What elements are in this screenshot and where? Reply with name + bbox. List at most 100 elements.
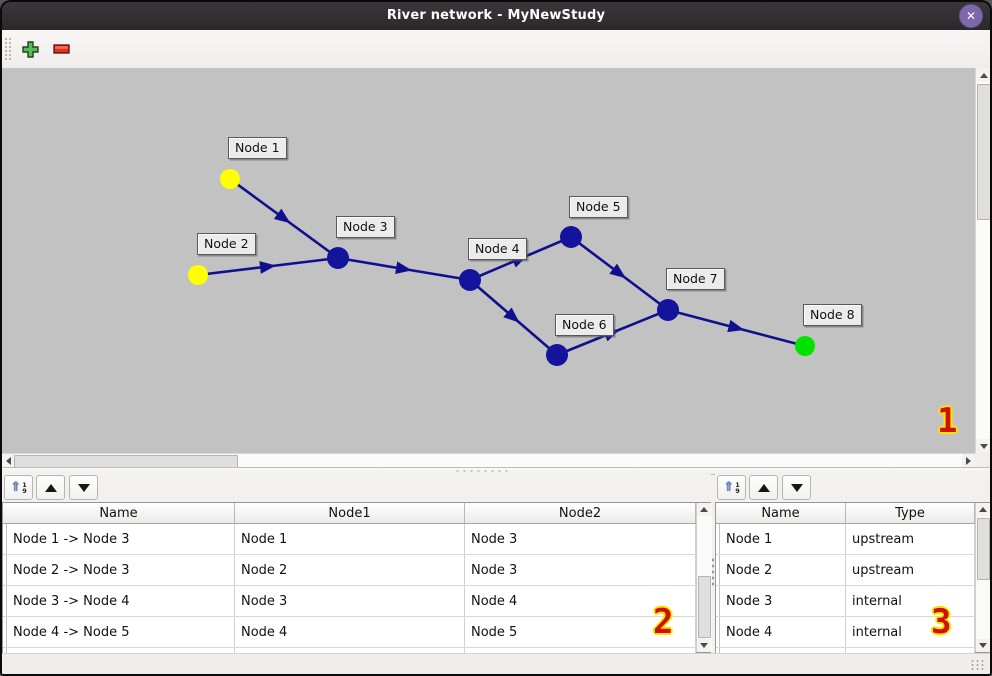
table-cell[interactable]: Node 3: [465, 555, 696, 585]
scroll-up-button[interactable]: [976, 503, 990, 516]
arrow-down-icon: [77, 483, 90, 492]
vertical-scroll-thumb[interactable]: [698, 576, 711, 638]
resize-grip-icon[interactable]: [970, 659, 984, 671]
scroll-left-button[interactable]: [2, 454, 15, 468]
river-node[interactable]: [220, 169, 240, 189]
arrow-down-icon: [700, 643, 708, 648]
scroll-down-button[interactable]: [976, 439, 991, 453]
river-network-canvas[interactable]: Node 1 Node 2 Node 3 Node 4 Node 5 Node 6 Node…: [2, 68, 975, 453]
scrollbar-corner: [975, 453, 990, 467]
node-label[interactable]: Node 5: [569, 196, 628, 218]
table-cell[interactable]: Node 2: [720, 555, 846, 585]
scroll-up-button[interactable]: [976, 68, 991, 82]
scroll-right-button[interactable]: [962, 454, 975, 468]
toolbar-drag-handle[interactable]: [4, 37, 11, 61]
move-down-button[interactable]: [69, 475, 98, 500]
nodes-table-scrollbar[interactable]: [975, 503, 991, 652]
table-cell[interactable]: upstream: [846, 524, 975, 554]
table-cell[interactable]: Node 2: [235, 555, 465, 585]
table-cell[interactable]: Node 4: [720, 617, 846, 647]
node-label[interactable]: Node 4: [468, 238, 527, 260]
table-cell[interactable]: upstream: [846, 555, 975, 585]
canvas-horizontal-scrollbar[interactable]: [2, 453, 975, 468]
move-up-button[interactable]: [36, 475, 65, 500]
table-cell[interactable]: Node 5: [465, 617, 696, 647]
table-cell[interactable]: Node 4 -> Node 5: [7, 617, 235, 647]
column-header-name[interactable]: Name: [716, 503, 846, 523]
river-link-edge[interactable]: [197, 256, 339, 277]
add-node-button[interactable]: [20, 39, 40, 59]
arrow-up-icon: [979, 72, 988, 78]
remove-icon: [53, 44, 70, 54]
river-link-edge[interactable]: [229, 177, 339, 260]
column-header-name[interactable]: Name: [3, 503, 235, 523]
scroll-down-button[interactable]: [697, 639, 711, 652]
remove-node-button[interactable]: [52, 39, 72, 59]
river-node[interactable]: [546, 344, 568, 366]
river-node[interactable]: [795, 336, 815, 356]
table-cell[interactable]: Node 2 -> Node 3: [7, 555, 235, 585]
node-label[interactable]: Node 7: [666, 268, 725, 290]
title-bar[interactable]: River network - MyNewStudy ✕: [0, 0, 992, 30]
table-cell[interactable]: Node 1 -> Node 3: [7, 524, 235, 554]
river-node[interactable]: [560, 226, 582, 248]
river-node[interactable]: [459, 269, 481, 291]
vertical-scroll-thumb[interactable]: [977, 518, 990, 580]
column-header-node1[interactable]: Node1: [235, 503, 465, 523]
node-label[interactable]: Node 3: [336, 216, 395, 238]
river-link-edge[interactable]: [667, 308, 806, 348]
table-cell[interactable]: internal: [846, 617, 975, 647]
arrow-down-icon: [979, 443, 988, 449]
table-cell[interactable]: internal: [846, 586, 975, 616]
river-link-edge[interactable]: [570, 235, 669, 312]
river-node[interactable]: [327, 247, 349, 269]
move-down-button[interactable]: [782, 475, 811, 500]
table-cell[interactable]: Node 3: [465, 524, 696, 554]
vertical-scroll-thumb[interactable]: [977, 84, 991, 220]
links-table-scrollbar[interactable]: [696, 503, 712, 652]
river-node[interactable]: [188, 265, 208, 285]
river-network-graph: [188, 169, 815, 366]
river-link-edge[interactable]: [469, 279, 558, 356]
scroll-up-button[interactable]: [697, 503, 711, 516]
table-cell[interactable]: Node 4: [235, 617, 465, 647]
vertical-splitter[interactable]: [711, 473, 715, 653]
links-table-header: Name Node1 Node2: [3, 503, 710, 524]
column-header-node2[interactable]: Node2: [465, 503, 696, 523]
node-label[interactable]: Node 1: [228, 137, 287, 159]
node-label[interactable]: Node 6: [555, 314, 614, 336]
table-cell[interactable]: Node 3 -> Node 4: [7, 586, 235, 616]
move-up-button[interactable]: [749, 475, 778, 500]
table-cell[interactable]: Node 3: [720, 586, 846, 616]
table-cell[interactable]: Node 1: [235, 524, 465, 554]
scroll-down-button[interactable]: [976, 639, 990, 652]
river-node[interactable]: [657, 299, 679, 321]
canvas-vertical-scrollbar[interactable]: [975, 68, 991, 453]
column-header-type[interactable]: Type: [846, 503, 975, 523]
river-link-edge[interactable]: [337, 256, 471, 282]
arrow-up-icon: [44, 483, 57, 492]
annotation-mark-2: 2: [653, 602, 674, 642]
node-label[interactable]: Node 2: [197, 233, 256, 255]
splitter-handle-icon: [454, 469, 510, 472]
table-cell[interactable]: Node 4: [465, 586, 696, 616]
table-cell[interactable]: Node 1: [720, 524, 846, 554]
close-button[interactable]: ✕: [959, 4, 983, 28]
node-label[interactable]: Node 8: [803, 304, 862, 326]
arrow-right-icon: [966, 457, 971, 465]
table-cell[interactable]: Node 3: [235, 586, 465, 616]
